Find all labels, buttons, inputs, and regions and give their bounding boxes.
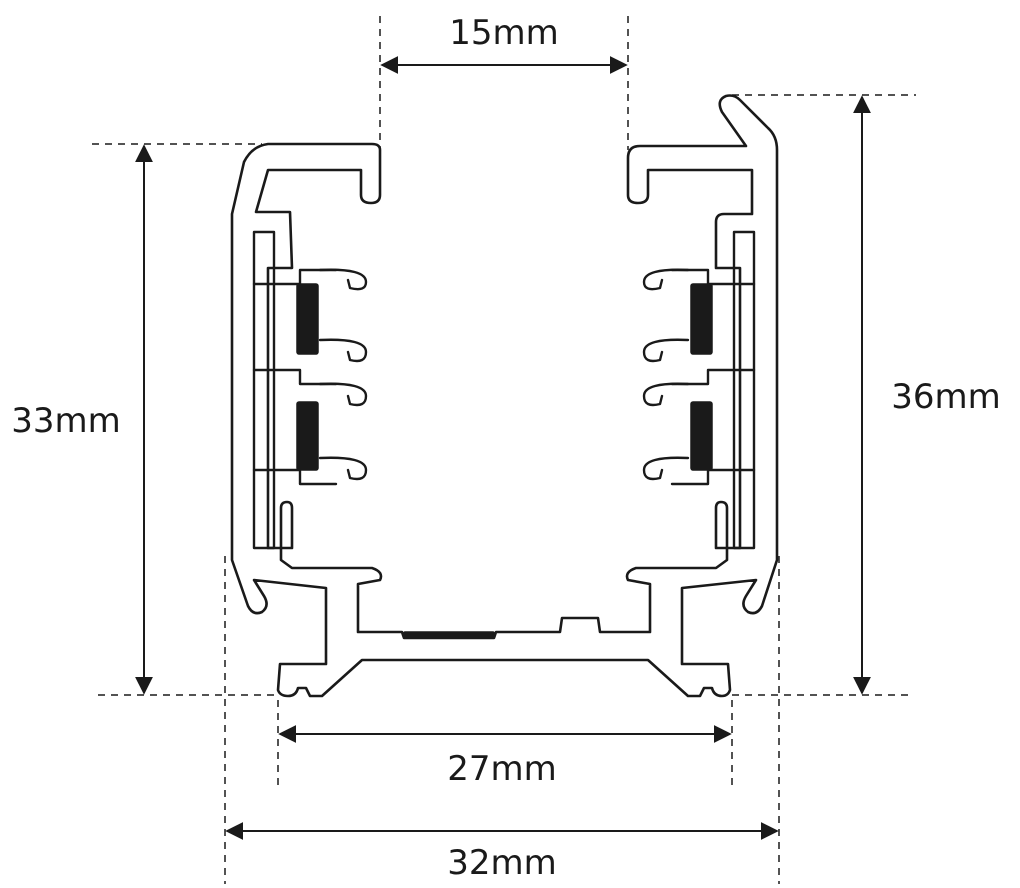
right-conductor-lower <box>690 401 713 471</box>
left-chamber-shelf-bot <box>252 468 338 486</box>
left-clip-4 <box>318 456 368 481</box>
right-clip-3 <box>642 382 690 407</box>
label-inner-width: 27mm <box>447 749 557 789</box>
right-clip-2 <box>642 338 690 363</box>
left-clip-2 <box>318 338 368 363</box>
label-right-height: 36mm <box>891 377 1001 417</box>
dimension-arrows <box>135 56 871 840</box>
left-conductor-upper <box>296 283 319 355</box>
right-chamber-shelf-bot <box>670 468 756 486</box>
left-clip-1 <box>318 268 368 291</box>
right-chamber-shelf-top <box>670 268 756 286</box>
left-chamber-shelf-mid <box>252 368 338 386</box>
label-overall-width: 32mm <box>447 843 557 883</box>
label-top-opening: 15mm <box>449 13 559 53</box>
right-chamber-shelf-mid <box>670 368 756 386</box>
left-clip-3 <box>318 382 368 407</box>
bottom-conductor <box>403 631 495 639</box>
track-profile <box>230 94 779 698</box>
right-clip-1 <box>642 268 690 291</box>
right-clip-4 <box>642 456 690 481</box>
left-chamber-shelf-top <box>252 268 338 286</box>
right-conductor-upper <box>690 283 713 355</box>
left-chamber-frame <box>252 230 276 550</box>
right-chamber-frame <box>732 230 756 550</box>
label-left-height: 33mm <box>11 401 121 441</box>
extension-lines <box>92 16 916 884</box>
left-conductor-lower <box>296 401 319 471</box>
dimension-labels: 15mm 33mm 36mm 27mm 32mm <box>11 13 1001 883</box>
outer-housing <box>230 94 779 698</box>
